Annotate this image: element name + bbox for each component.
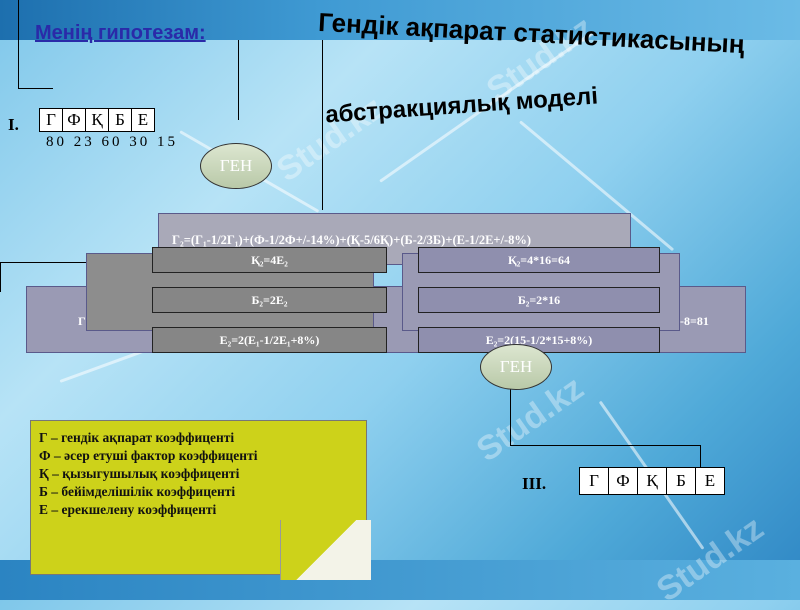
cell-g: Г (579, 467, 609, 495)
big-formula-right: -8=81 (680, 314, 709, 328)
page-curl (280, 520, 371, 580)
eq-box-left-3: Е₂=2(Е₁-1/2Е₁+8%) (152, 327, 387, 353)
cell-b: Б (108, 108, 132, 132)
cell-q: Қ (85, 108, 109, 132)
connector-line (510, 380, 511, 445)
top-band (0, 0, 800, 40)
eq-box-left-2: Б₂=2Е₂ (152, 287, 387, 313)
eq-box-right-1: Қ₂=4*16=64 (418, 247, 660, 273)
cell-q: Қ (637, 467, 667, 495)
cell-e: Е (131, 108, 155, 132)
gen-ellipse-top: ГЕН (200, 143, 272, 189)
stage-3-cells: Г Ф Қ Б Е (579, 467, 725, 495)
stage-1-cells: Г Ф Қ Б Е (39, 108, 155, 132)
cell-f: Ф (62, 108, 86, 132)
connector-line (0, 262, 90, 263)
cell-e: Е (695, 467, 725, 495)
connector-line (18, 0, 19, 88)
cell-g: Г (39, 108, 63, 132)
hypothesis-heading: Менің гипотезам: (35, 22, 206, 44)
stage-1-label: I. (8, 115, 19, 134)
legend-item: Е – ерекшелену коэффиценті (39, 502, 217, 517)
connector-line (322, 40, 323, 210)
stage-3-label: III. (522, 474, 547, 493)
eq-box-left-1: Қ₂=4Е₂ (152, 247, 387, 273)
connector-line (700, 445, 701, 467)
cell-f: Ф (608, 467, 638, 495)
cell-b: Б (666, 467, 696, 495)
stage-1-values: 80 23 60 30 15 (46, 134, 178, 150)
legend-item: Ф – әсер етуші фактор коэффиценті (39, 448, 258, 463)
connector-line (0, 262, 1, 292)
eq-box-right-2: Б₂=2*16 (418, 287, 660, 313)
legend-item: Қ – қызыгушылық коэффиценті (39, 466, 240, 481)
connector-line (510, 445, 700, 446)
connector-line (18, 88, 53, 89)
main-formula: Г₂=(Г₁-1/2Г₁)+(Ф-1/2Ф+/-14%)+(Қ-5/6Қ)+(Б… (172, 233, 532, 247)
legend-item: Б – бейімделішілік коэффиценті (39, 484, 236, 499)
gen-ellipse-bottom: ГЕН (480, 344, 552, 390)
legend-item: Г – гендік ақпарат коэффиценті (39, 430, 235, 445)
connector-line (238, 40, 239, 120)
big-formula-left: Г (78, 314, 86, 328)
